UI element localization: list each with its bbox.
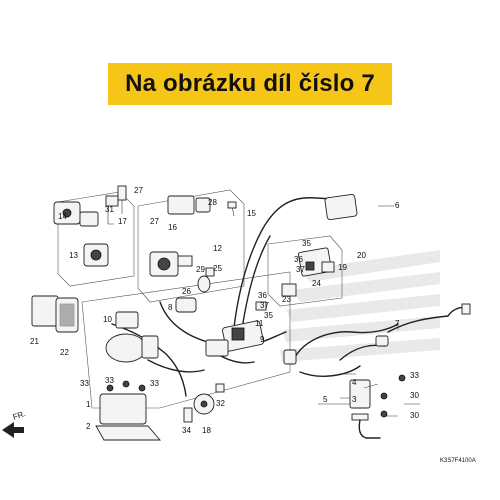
control-unit	[105, 311, 264, 363]
callout-13: 13	[69, 251, 78, 260]
callout-33c: 33	[150, 379, 159, 388]
callout-26: 26	[182, 287, 191, 296]
callout-22: 22	[60, 348, 69, 357]
callout-6: 6	[395, 201, 400, 210]
callout-37a: 37	[296, 265, 305, 274]
callout-27b: 27	[150, 217, 159, 226]
bracket-parts	[95, 380, 161, 441]
part-number-banner: Na obrázku díl číslo 7	[108, 63, 392, 105]
callout-12: 12	[213, 244, 222, 253]
callout-3: 3	[352, 395, 357, 404]
callout-33b: 33	[105, 376, 114, 385]
ignition-switch-group	[53, 185, 127, 267]
callout-19: 19	[338, 263, 347, 272]
callout-11: 11	[255, 319, 264, 328]
callout-31: 31	[105, 205, 114, 214]
ignition-coil	[349, 374, 406, 439]
callout-18: 18	[202, 426, 211, 435]
callout-34: 34	[182, 426, 191, 435]
callout-36b: 36	[258, 291, 267, 300]
callout-7: 7	[395, 319, 400, 328]
callout-5: 5	[323, 395, 328, 404]
callout-14: 14	[58, 212, 67, 221]
callout-20: 20	[357, 251, 366, 260]
callout-35b: 35	[264, 311, 273, 320]
wire-harness	[111, 193, 358, 397]
callout-8: 8	[168, 303, 173, 312]
callout-30b: 30	[410, 411, 419, 420]
callout-33d: 33	[410, 371, 419, 380]
callout-21: 21	[30, 337, 39, 346]
callout-23: 23	[282, 295, 291, 304]
sensor-parts	[183, 383, 225, 423]
callout-1: 1	[86, 400, 91, 409]
callout-29: 29	[196, 265, 205, 274]
relay-cluster	[255, 247, 335, 311]
callout-9: 9	[260, 335, 265, 344]
callout-25: 25	[213, 264, 222, 273]
callout-2: 2	[86, 422, 91, 431]
callout-33a: 33	[80, 379, 89, 388]
front-direction-arrow: FR.	[2, 409, 27, 438]
callout-numbers: 1 2 3 4 5 6 7 8 9 10 11 12 13 14 15 16 1…	[30, 186, 419, 435]
callout-37b: 37	[260, 301, 269, 310]
sub-harness-7	[283, 303, 471, 377]
callout-28: 28	[208, 198, 217, 207]
callout-16: 16	[168, 223, 177, 232]
seat-lock-group	[149, 195, 237, 313]
callout-10: 10	[103, 315, 112, 324]
callout-4: 4	[352, 378, 357, 387]
diagram-code: K3S7F4100A	[440, 458, 476, 464]
banner-text: Na obrázku díl číslo 7	[125, 70, 375, 97]
leader-lines	[318, 205, 420, 417]
callout-32: 32	[216, 399, 225, 408]
callout-24: 24	[312, 279, 321, 288]
callout-30a: 30	[410, 391, 419, 400]
callout-27a: 27	[134, 186, 143, 195]
holder-parts	[31, 295, 79, 333]
callout-15: 15	[247, 209, 256, 218]
svg-text:FR.: FR.	[12, 409, 27, 422]
callout-17: 17	[118, 217, 127, 226]
callout-35a: 35	[302, 239, 311, 248]
callout-36a: 36	[294, 255, 303, 264]
